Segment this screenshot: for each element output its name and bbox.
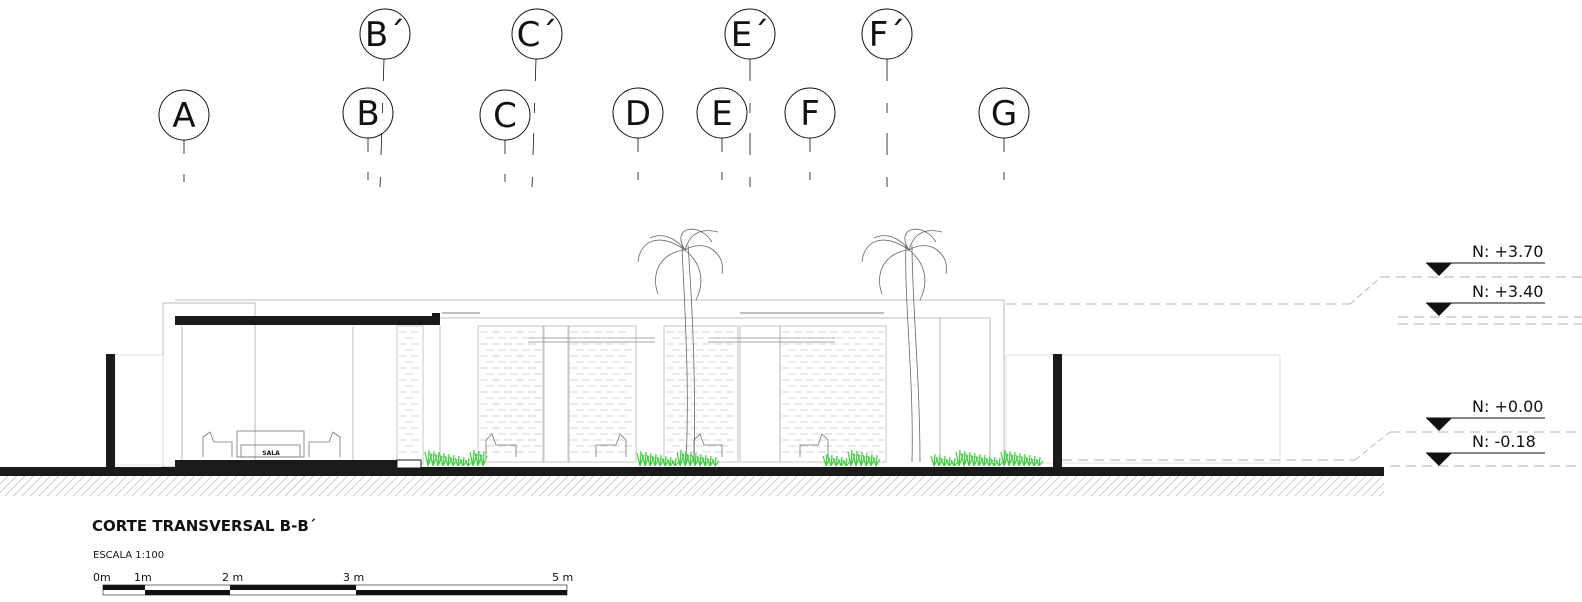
grid-axis-b-prime: B´: [359, 8, 411, 189]
scale-tick-5: 5 m: [552, 571, 573, 584]
grid-axis-c: C: [479, 89, 531, 188]
left-perimeter-wall: [106, 354, 115, 467]
right-perimeter-wall: [1053, 354, 1062, 467]
level-label-340: N: +3.40: [1472, 282, 1543, 301]
axis-label-b-prime: B´: [365, 15, 405, 55]
axis-label-e: E: [711, 94, 732, 134]
level-label-000: N: +0.00: [1472, 397, 1543, 416]
grid-axis-f: F: [784, 87, 836, 188]
level-label-370: N: +3.70: [1472, 242, 1543, 261]
building-outline: [114, 299, 1281, 468]
grid-axis-d: D: [612, 87, 664, 188]
level-marker-018: N: -0.18: [1390, 432, 1582, 467]
scale-label: ESCALA 1:100: [93, 550, 164, 561]
level-marker-000: N: +0.00: [1062, 397, 1582, 461]
axis-label-c: C: [493, 96, 517, 136]
roof-slab: [175, 316, 440, 325]
grid-axis-c-prime: C´: [511, 8, 563, 189]
level-marker-340: N: +3.40: [1006, 277, 1582, 325]
axis-label-g: G: [991, 94, 1017, 134]
level-markers: N: +3.70 N: +3.40 N: +0.00 N: -0.18: [1006, 242, 1582, 467]
living-room-furniture: [202, 430, 829, 458]
grid-axis-a: A: [158, 89, 210, 188]
vegetation: [424, 449, 1044, 467]
grid-axis-f-prime: F´: [861, 8, 913, 188]
axis-label-c-prime: C´: [517, 15, 558, 55]
grid-axes-upper: B´ C´ E´ F´: [359, 8, 913, 189]
grid-axis-b: B: [342, 87, 394, 188]
axis-label-a: A: [172, 96, 195, 136]
level-label-018: N: -0.18: [1472, 432, 1536, 451]
axis-label-e-prime: E´: [731, 15, 769, 55]
scale-tick-2: 2 m: [222, 571, 243, 584]
axis-label-f: F: [800, 94, 820, 134]
palm-tree-1: [637, 228, 723, 463]
grid-axis-g: G: [978, 87, 1030, 188]
axis-label-f-prime: F´: [869, 15, 906, 55]
grid-axis-e-prime: E´: [724, 8, 776, 188]
axis-label-b: B: [356, 94, 379, 134]
scale-tick-3: 3 m: [343, 571, 364, 584]
room-label-sala: SALA: [262, 450, 280, 457]
scale-tick-0: 0m: [93, 571, 111, 584]
grid-axes-lower: A B C D E F G: [158, 87, 1030, 188]
level-marker-370: N: +3.70: [1380, 242, 1582, 278]
ground-slab: [0, 460, 1384, 476]
brick-courses: [399, 331, 884, 453]
drawing-title: CORTE TRANSVERSAL B-B´: [92, 517, 316, 535]
scale-bar: 0m 1m 2 m 3 m 5 m: [93, 571, 573, 596]
axis-label-d: D: [625, 94, 651, 134]
wall-panels: [396, 312, 887, 465]
palm-tree-2: [861, 228, 947, 463]
scale-tick-1: 1m: [134, 571, 152, 584]
soil-hatch: [0, 476, 1384, 496]
grid-axis-e: E: [696, 87, 748, 188]
